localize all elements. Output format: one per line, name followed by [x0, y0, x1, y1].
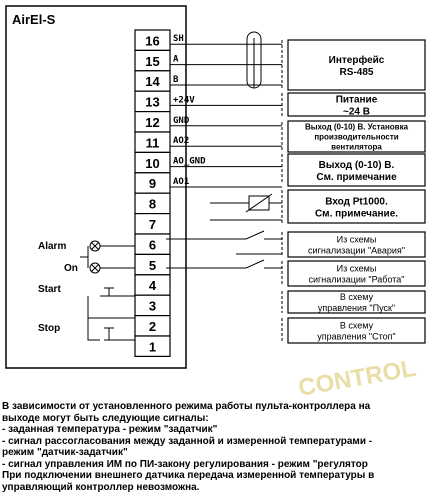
- signal-label: AO1: [173, 177, 189, 187]
- terminal-number: 14: [145, 74, 160, 89]
- description-box: [287, 153, 426, 187]
- terminal-number: 6: [149, 237, 156, 252]
- svg-text:Start: Start: [38, 284, 61, 295]
- terminal-number: 8: [149, 197, 156, 212]
- terminal-block: 16 15 14 13 12 11 10 9 8 7 6 5 4 3 2 1: [134, 29, 171, 357]
- device-title: AirEl-S: [12, 12, 56, 27]
- description-box: [287, 231, 426, 258]
- terminal-number: 2: [149, 319, 156, 334]
- signal-label: A: [173, 55, 179, 65]
- signal-label: SH: [173, 34, 184, 44]
- description-text: Интерфейс: [329, 54, 385, 66]
- description-text: вентилятора: [331, 143, 382, 152]
- pt1000-sensor-icon: [245, 193, 273, 213]
- terminal-number: 7: [149, 217, 156, 232]
- description-text: В схему: [340, 321, 374, 331]
- description-box: [287, 92, 426, 117]
- description-text: RS-485: [340, 67, 374, 78]
- terminal-number: 13: [145, 95, 159, 110]
- terminal-number: 5: [149, 258, 156, 273]
- description-text: Выход (0-10) В.: [319, 160, 395, 171]
- signal-label: +24V: [173, 95, 195, 105]
- terminal-number: 11: [146, 135, 160, 150]
- description-text: Из схемы: [337, 264, 377, 274]
- note-line: - заданная температура - режим "задатчик…: [2, 424, 218, 435]
- description-text: Питание: [336, 95, 378, 106]
- note-line: При подключении внешнего датчика передач…: [2, 470, 375, 481]
- description-text: сигнализации "Работа": [309, 275, 405, 285]
- notes-block: В зависимости от установленного режима р…: [2, 401, 430, 493]
- relay-contacts: [166, 230, 282, 269]
- description-text: См. примечание.: [315, 209, 398, 220]
- signal-label: AO_GND: [173, 157, 206, 167]
- signal-label: GND: [173, 116, 190, 126]
- description-box: [287, 120, 426, 153]
- shielded-cable-icon: [246, 31, 262, 89]
- note-line: управляющий контроллер невозможна.: [2, 481, 200, 493]
- svg-text:On: On: [64, 263, 78, 274]
- description-box: [287, 290, 426, 314]
- description-text: управления "Стоп": [317, 332, 395, 342]
- description-text: управления "Пуск": [318, 303, 395, 313]
- description-box: [287, 317, 426, 344]
- terminal-number: 16: [145, 33, 159, 48]
- terminal-number: 1: [149, 339, 156, 354]
- stop-button-symbol: Stop: [38, 318, 135, 341]
- alarm-indicator: Alarm: [38, 240, 135, 252]
- watermark: CONTROL: [296, 355, 418, 400]
- description-text: В схему: [340, 292, 374, 302]
- description-text: Из схемы: [337, 235, 377, 245]
- note-line: - сигнал рассогласования между заданной …: [2, 435, 373, 447]
- note-line: - сигнал управления ИМ по ПИ-закону регу…: [2, 458, 368, 470]
- terminal-number: 9: [149, 176, 156, 191]
- description-text: См. примечание: [316, 172, 397, 183]
- terminal-cell: [134, 335, 171, 357]
- description-text: Вход Pt1000.: [325, 197, 388, 208]
- svg-text:Alarm: Alarm: [38, 241, 66, 252]
- description-text: Выход (0-10) В. Установка: [305, 123, 409, 132]
- terminal-number: 12: [145, 115, 159, 130]
- description-box: [287, 39, 426, 91]
- signal-label: AO2: [173, 136, 189, 146]
- terminal-number: 4: [149, 278, 157, 293]
- wiring-diagram: AirEl-S 16 15 14 13 12 11 10 9 8 7 6 5 4 3 2 1 SH AB +24V…: [5, 5, 426, 400]
- note-line: В зависимости от установленного режима р…: [2, 401, 371, 412]
- description-text: ~24 В: [343, 107, 370, 118]
- on-indicator: On: [64, 246, 135, 274]
- terminal-number: 3: [149, 299, 156, 314]
- description-box: [287, 260, 426, 287]
- note-line: режим "датчик-задатчик": [2, 447, 128, 458]
- terminal-number: 10: [145, 156, 159, 171]
- signal-label: B: [173, 75, 179, 85]
- description-text: сигнализации "Авария": [308, 246, 405, 256]
- terminal-number: 15: [145, 54, 159, 69]
- description-text: производительности: [314, 133, 398, 142]
- description-box: [287, 189, 426, 224]
- svg-text:Stop: Stop: [38, 323, 60, 334]
- note-line: выходе могут быть следующие сигналы:: [2, 412, 209, 424]
